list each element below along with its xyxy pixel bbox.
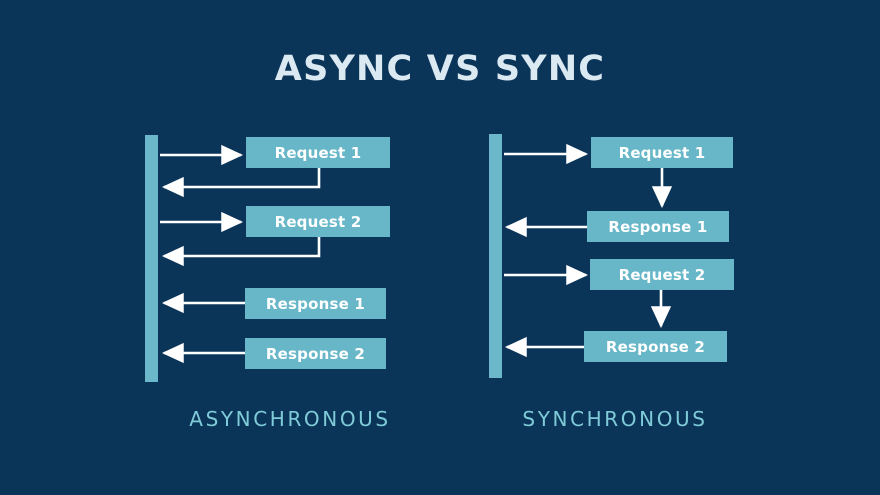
async-box-request-1[interactable]: Request 1: [246, 137, 390, 168]
arrow-async-request-2-return: [161, 236, 321, 267]
sync-box-response-2[interactable]: Response 2: [584, 331, 727, 362]
lifeline-synchronous: [489, 134, 502, 378]
async-box-response-2[interactable]: Response 2: [245, 338, 386, 369]
caption-asynchronous: ASYNCHRONOUS: [189, 407, 391, 431]
arrow-async-request-1-return: [161, 167, 321, 198]
async-box-request-2[interactable]: Request 2: [246, 206, 390, 237]
sync-box-response-1[interactable]: Response 1: [587, 211, 729, 242]
sync-box-request-1[interactable]: Request 1: [591, 137, 733, 168]
lifeline-asynchronous: [145, 135, 158, 382]
page-title: ASYNC VS SYNC: [274, 49, 606, 89]
sync-box-request-2[interactable]: Request 2: [590, 259, 734, 290]
async-box-response-1[interactable]: Response 1: [245, 288, 386, 319]
caption-synchronous: SYNCHRONOUS: [522, 407, 708, 431]
